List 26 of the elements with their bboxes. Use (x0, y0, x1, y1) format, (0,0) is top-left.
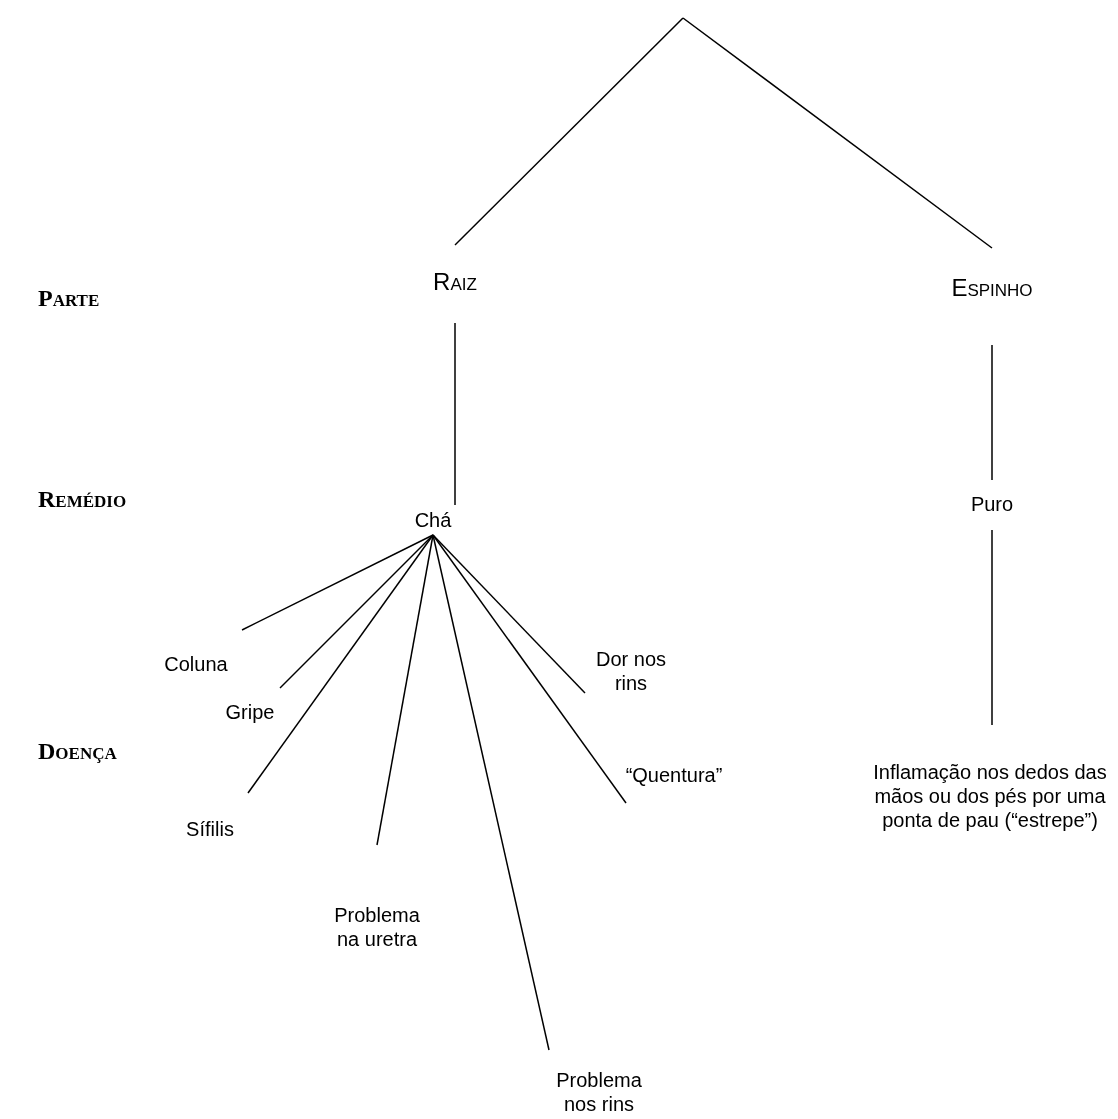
connector-line (991, 344, 993, 481)
plant-part-label: Espinho (951, 276, 1033, 300)
node-label: Sífilis (186, 817, 234, 841)
row-heading: Remédio (38, 486, 127, 513)
node-label: Inflamação nos dedos das mãos ou dos pés por uma ponta de pau (“estrepe”) (872, 760, 1108, 832)
connector-line (279, 534, 434, 689)
node-label: Problema nos rins (555, 1068, 643, 1116)
node-label: “Quentura” (625, 763, 723, 787)
connector-line (432, 534, 550, 1051)
connector-line (991, 529, 993, 726)
connector-line (454, 17, 684, 246)
connector-line (682, 17, 993, 249)
connector-line (376, 534, 434, 846)
plant-part-label: Raiz (433, 270, 477, 294)
connector-line (241, 534, 434, 631)
node-label: Dor nos rins (595, 647, 667, 695)
row-heading: Parte (38, 285, 100, 312)
connector-line (432, 534, 586, 694)
node-label: Puro (970, 492, 1014, 516)
connector-line (454, 322, 456, 506)
node-label: Chá (414, 508, 452, 532)
node-label: Problema na uretra (333, 903, 421, 951)
node-label: Gripe (225, 700, 275, 724)
node-label: Coluna (164, 652, 228, 676)
connector-line (247, 534, 434, 794)
row-heading: Doença (38, 738, 117, 765)
